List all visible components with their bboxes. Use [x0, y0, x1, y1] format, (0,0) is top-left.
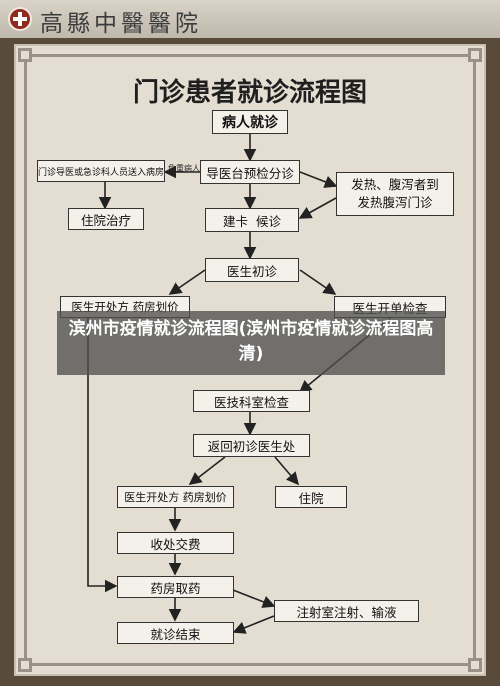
critical-patient-label: 危重病人: [168, 164, 200, 173]
edge-return-prescribe: [188, 456, 226, 485]
node-registration: 病人就诊: [212, 110, 288, 134]
node-hospitalize: 住院治疗: [68, 208, 144, 230]
hospital-name: 高縣中醫醫院: [40, 11, 202, 37]
edge-triage-fever: [299, 171, 338, 188]
node-return-doctor: 返回初诊医生处: [193, 434, 310, 457]
node-injection: 注射室注射、输液: [274, 600, 419, 622]
edge-left-prescribe-pharmacy: [87, 318, 118, 593]
node-admit: 住院: [275, 486, 347, 508]
frame-corner-bl: [18, 658, 32, 672]
node-finish: 就诊结束: [117, 622, 234, 644]
node-first-visit: 医生初诊: [205, 258, 299, 282]
hospital-logo-icon: [8, 7, 32, 31]
node-card-wait: 建卡 候诊: [205, 208, 299, 232]
node-pay: 收处交费: [117, 532, 234, 554]
frame-corner-tr: [468, 48, 482, 62]
node-pharmacy: 药房取药: [117, 576, 234, 598]
frame-corner-tl: [18, 48, 32, 62]
hospital-header: 高縣中醫醫院: [0, 0, 500, 38]
edge-return-admit: [274, 456, 300, 486]
edge-first-prescribe: [168, 269, 206, 295]
node-emergency-transfer: 门诊导医或急诊科人员送入病房: [37, 160, 165, 182]
edge-pharmacy-injection: [232, 589, 276, 608]
frame-corner-br: [468, 658, 482, 672]
signboard-frame: [24, 54, 476, 666]
node-triage: 导医台预检分诊: [200, 160, 300, 184]
edge-first-tests: [299, 269, 337, 295]
edge-injection-finish: [232, 615, 275, 634]
node-prescribe-second: 医生开处方 药房划价: [117, 486, 234, 508]
logo-cross-bar-h: [13, 17, 27, 21]
node-dept-exam: 医技科室检查: [193, 390, 310, 412]
caption-text: 滨州市疫情就诊流程图(滨州市疫情就诊流程图高清): [68, 319, 434, 364]
flowchart-title: 门诊患者就诊流程图: [132, 78, 367, 108]
edge-fever-card: [298, 197, 337, 219]
caption-overlay: 滨州市疫情就诊流程图(滨州市疫情就诊流程图高清): [57, 311, 445, 375]
node-fever-clinic: 发热、腹泻者到 发热腹泻门诊: [336, 172, 454, 216]
